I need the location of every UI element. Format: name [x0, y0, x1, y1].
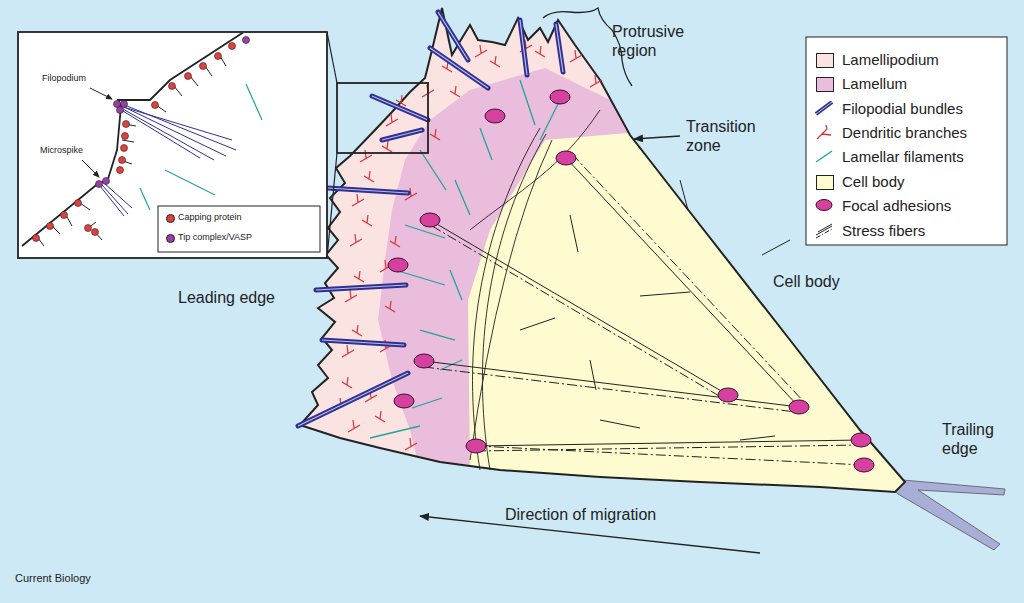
- legend-swatch: [816, 77, 834, 92]
- legend-symbol: [815, 149, 833, 165]
- journal-credit: Current Biology: [15, 572, 91, 585]
- legend-swatch: [816, 175, 834, 190]
- legend-text: Lamellum: [842, 75, 907, 93]
- region-label: Leading edge: [178, 288, 275, 307]
- legend-text: Cell body: [842, 173, 905, 191]
- legend-symbol: [815, 223, 833, 239]
- arrow-label: Direction of migration: [505, 505, 656, 524]
- legend-symbol: [815, 198, 833, 214]
- legend-text: Focal adhesions: [842, 197, 951, 215]
- legend-text: Capping protein: [178, 212, 242, 223]
- legend-text: Filopodial bundles: [842, 100, 963, 118]
- legend-text: Lamellipodium: [842, 51, 939, 69]
- region-label: Protrusive region: [612, 22, 704, 60]
- region-label: Transition zone: [686, 117, 776, 155]
- legend-swatch: [816, 53, 834, 68]
- legend-symbol: [815, 101, 833, 117]
- region-label: Trailing edge: [942, 420, 1014, 458]
- callout-label: Filopodium: [42, 73, 86, 84]
- legend-dot: [166, 214, 175, 223]
- legend-dot: [166, 234, 175, 243]
- callout-label: Microspike: [40, 145, 83, 156]
- legend-text: Dendritic branches: [842, 124, 967, 142]
- region-label: Cell body: [773, 272, 840, 291]
- legend-symbol: [815, 125, 833, 141]
- legend-text: Tip complex/VASP: [178, 232, 252, 243]
- legend-text: Lamellar filaments: [842, 148, 964, 166]
- legend-text: Stress fibers: [842, 222, 925, 240]
